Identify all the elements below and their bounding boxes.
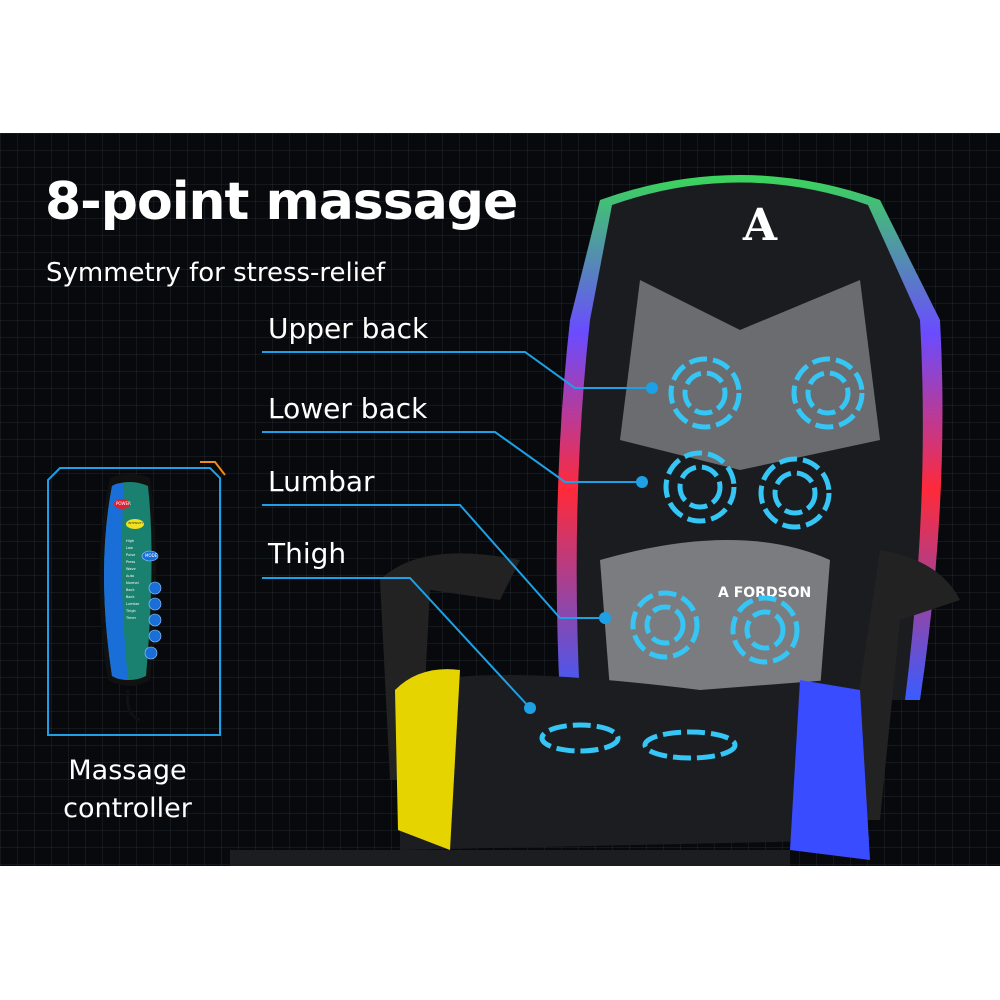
zone-buttons [144,581,162,660]
label-timer: Timer [126,616,137,620]
label-auto: Auto [126,574,135,578]
right-armrest [840,550,960,820]
controller-cable [126,689,141,722]
zone-label-thigh: Thigh [268,537,347,570]
zone-label-lower-back: Lower back [268,392,428,425]
lumbar-pillow [600,540,830,690]
label-lumbar: Lumbar [126,602,140,606]
controller-labels: High Low Pulse Press Wave Auto Normal Ba… [126,538,148,622]
label-high: High [126,539,135,543]
seat [400,675,870,850]
caption-line-2: controller [63,793,192,824]
callout-lines [262,351,652,709]
mode-button-shape [141,550,159,562]
subheadline: Symmetry for stress-relief [46,258,386,288]
callout-dots [524,382,658,714]
caption-line-1: Massage [68,755,187,786]
label-pulse: Pulse [126,553,136,557]
headline: 8-point massage [45,172,518,232]
seat-led-left [395,669,460,850]
label-wave: Wave [126,567,136,571]
label-thigh: Thigh [126,609,136,613]
power-button: POWER [116,501,131,506]
controller-body-panel [104,483,128,680]
footrest [230,850,790,866]
zone-label-lumbar: Lumbar [268,465,375,498]
label-back-1: Back [126,588,135,592]
label-normal: Normal [126,581,139,585]
label-back-2: Back [126,595,135,599]
fordson-logo: A FORDSON [718,585,811,601]
mode-button: MODE [145,553,158,558]
label-low: Low [126,546,133,550]
controller-caption: Massage controller [40,752,215,828]
label-press: Press [126,560,136,564]
intensity-button: INTENSITY [128,521,144,525]
intensity-button-shape [126,519,144,529]
controller-frame [47,467,221,736]
massage-points [539,356,865,761]
zone-label-upper-back: Upper back [268,312,429,345]
seat-led-right [790,680,870,860]
chair-logo: A [742,200,778,251]
power-button-shape [114,499,130,509]
frame-accent [200,461,226,476]
